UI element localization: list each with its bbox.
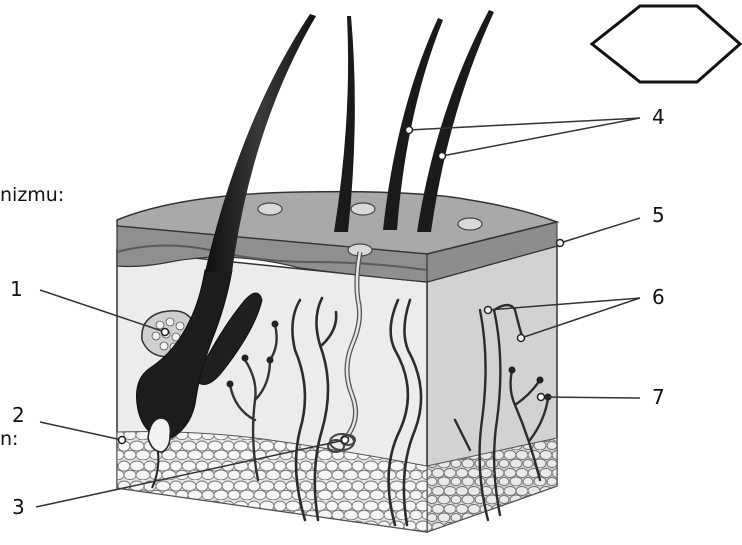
- callout-label-7: 7: [652, 385, 665, 409]
- callout-label-3: 3: [12, 495, 25, 519]
- hexagon-shape-icon: [592, 6, 740, 82]
- text-fragment-upper: nizmu:: [0, 184, 64, 206]
- callout-label-5: 5: [652, 203, 665, 227]
- pore: [458, 218, 482, 230]
- pore: [258, 203, 282, 215]
- pore: [351, 203, 375, 215]
- callout-label-1: 1: [10, 277, 23, 301]
- callout-label-2: 2: [12, 403, 25, 427]
- callout-label-6: 6: [652, 285, 665, 309]
- text-fragment-lower: n:: [0, 428, 18, 450]
- callout-label-4: 4: [652, 105, 665, 129]
- skin-block: [117, 192, 557, 532]
